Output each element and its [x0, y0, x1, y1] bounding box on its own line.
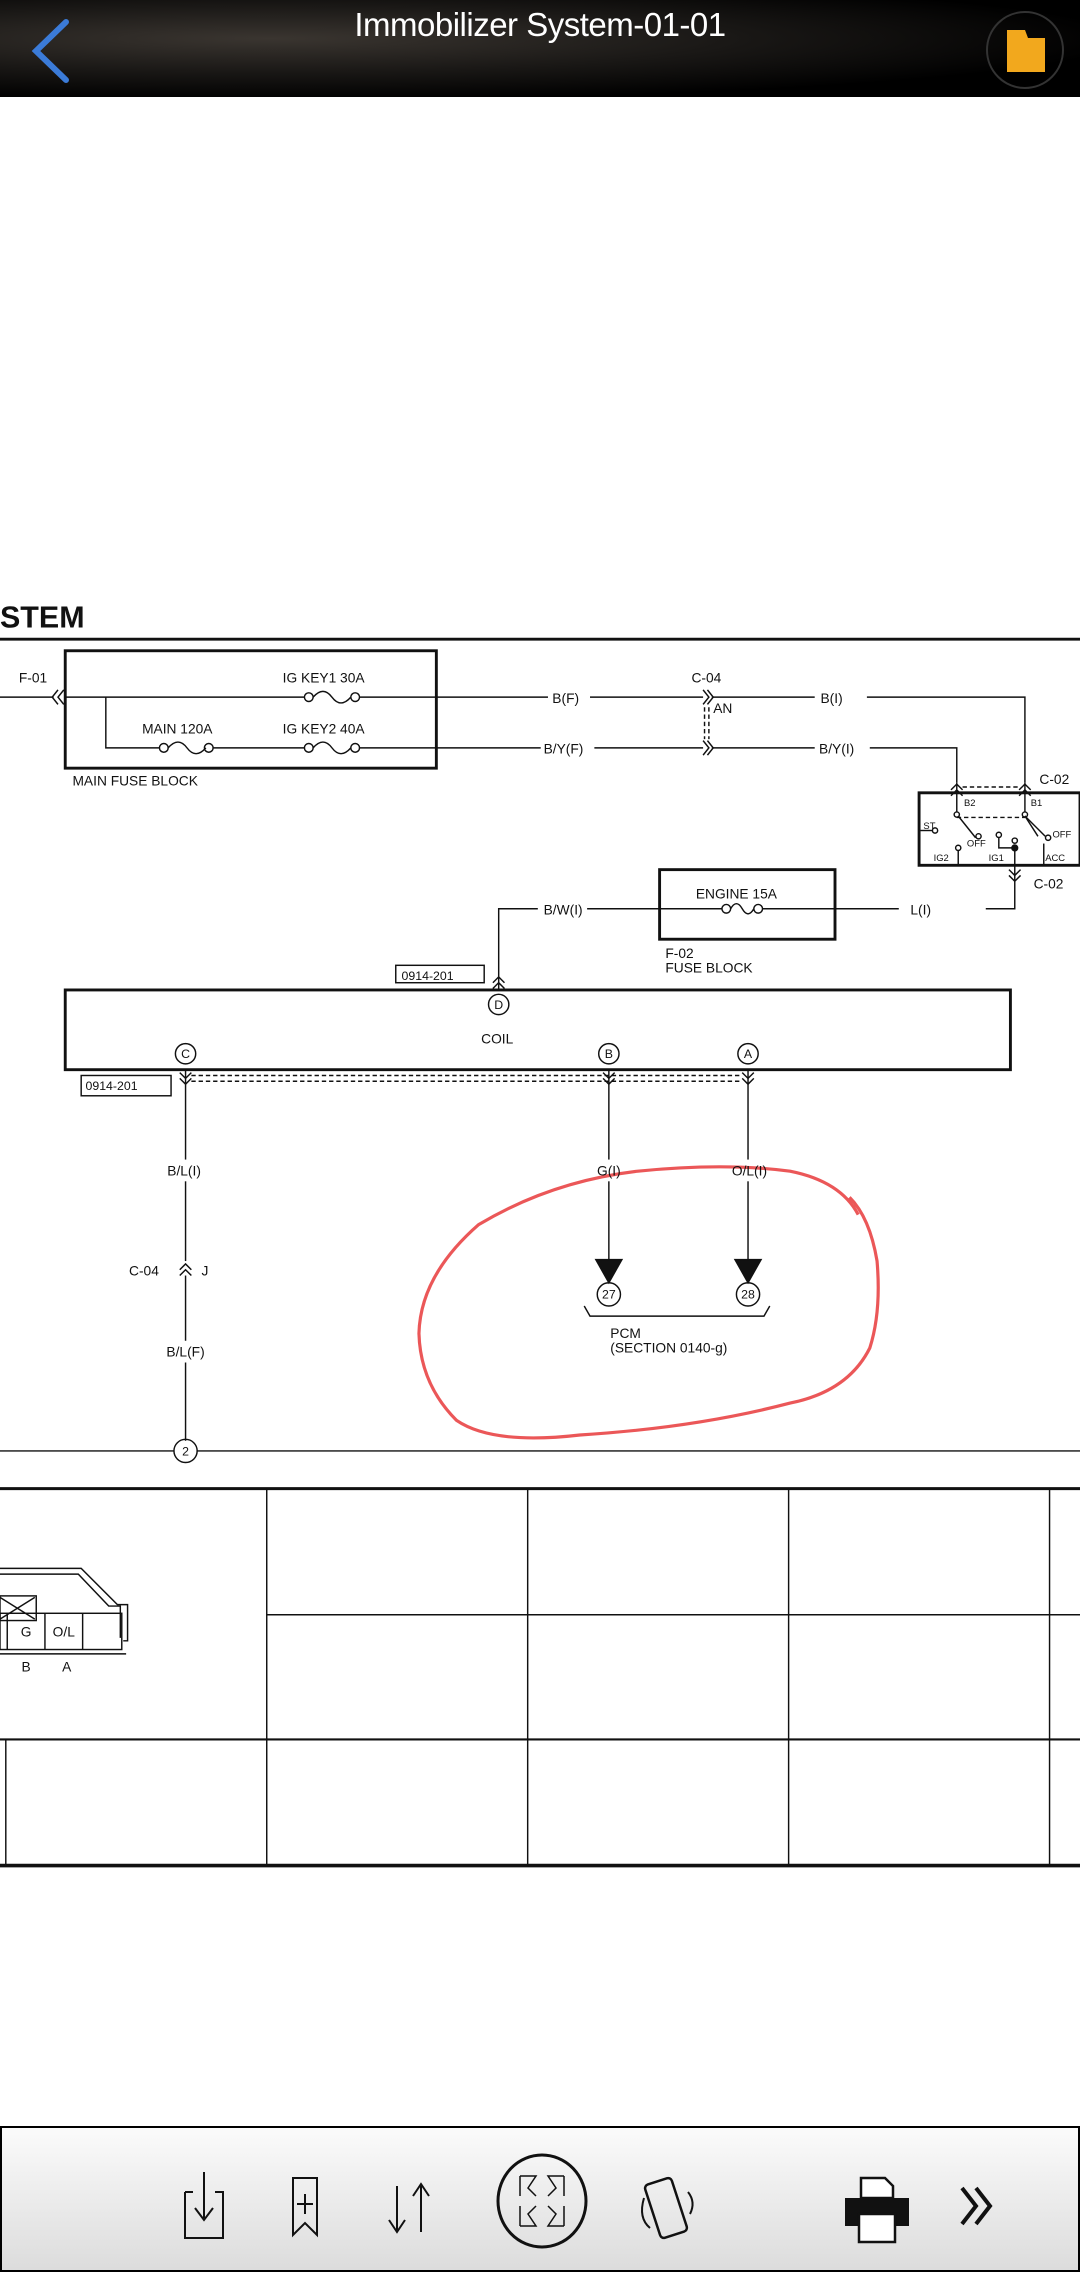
pin-label: B: [605, 1047, 613, 1061]
switch-label: ACC: [1045, 852, 1065, 863]
connector-label: C-02: [1039, 772, 1069, 787]
pcm-label: PCM: [610, 1326, 641, 1341]
pin-label: B: [22, 1659, 31, 1674]
wire-label: B(I): [821, 691, 843, 706]
cell-label: O/L: [53, 1624, 76, 1639]
pin-label: 27: [602, 1288, 616, 1302]
switch-label: IG1: [989, 852, 1004, 863]
bookmark-add-icon[interactable]: [287, 2128, 327, 2270]
print-icon[interactable]: [837, 2128, 917, 2270]
switch-label: OFF: [1052, 829, 1071, 840]
wire-label: B/Y(F): [544, 742, 584, 757]
wire-label: B/Y(I): [819, 742, 854, 757]
connector-face-drawing: [0, 1567, 129, 1655]
pin-label: 2: [182, 1444, 189, 1458]
fuse-label: MAIN 120A: [142, 721, 213, 736]
switch-label: OFF: [967, 837, 986, 848]
connector-label: J: [202, 1264, 209, 1279]
folder-icon[interactable]: [985, 10, 1065, 90]
ref-box-label: 0914-201: [86, 1079, 138, 1093]
fuse-symbol: [158, 690, 361, 755]
chevron-left-icon[interactable]: [28, 18, 76, 84]
connector-label: C-04: [129, 1264, 159, 1279]
wire-label: L(I): [910, 903, 931, 918]
pin-label: D: [494, 998, 503, 1012]
ref-box-label: 0914-201: [402, 969, 454, 983]
wiring-diagram: STEM F-01 IG KEY1 30A MAIN 120A IG KEY2 …: [0, 601, 1080, 1868]
connector-label: C-04: [691, 671, 721, 686]
fuse-label: ENGINE 15A: [696, 887, 778, 902]
page-title: Immobilizer System-01-01: [354, 6, 726, 43]
wire-label: B/L(I): [167, 1164, 201, 1179]
bottom-toolbar: [0, 2126, 1080, 2272]
switch-label: IG2: [934, 852, 949, 863]
switch-label: ST: [923, 820, 935, 831]
pin-label: A: [62, 1659, 72, 1674]
block-label: FUSE BLOCK: [665, 961, 753, 976]
wire-label: B(F): [552, 691, 579, 706]
fit-screen-icon[interactable]: [492, 2128, 592, 2270]
pin-label: A: [744, 1047, 753, 1061]
switch-label: B1: [1031, 797, 1043, 808]
wire-label: B/W(I): [544, 903, 583, 918]
red-annotation-circle: [417, 1165, 880, 1440]
connector-label: C-02: [1034, 876, 1064, 891]
title-bar: Immobilizer System-01-01: [0, 0, 1080, 97]
wire-label: B/L(F): [166, 1345, 204, 1360]
pin-label: C: [181, 1047, 190, 1061]
switch-label: B2: [964, 797, 976, 808]
section-title: STEM: [0, 601, 85, 635]
pin-label: 28: [741, 1288, 755, 1302]
block-label: F-02: [665, 946, 693, 961]
connector-label: AN: [713, 701, 732, 716]
wire-label: O/L(I): [732, 1164, 767, 1179]
wire-label: G(I): [597, 1164, 621, 1179]
block-label: MAIN FUSE BLOCK: [72, 774, 198, 789]
coil-label: COIL: [481, 1032, 513, 1047]
fuse-label: IG KEY1 30A: [283, 671, 366, 686]
sort-icon[interactable]: [385, 2128, 445, 2270]
download-icon[interactable]: [177, 2128, 237, 2270]
more-icon[interactable]: [954, 2128, 1014, 2270]
rotate-icon[interactable]: [630, 2128, 710, 2270]
connector-label: F-01: [19, 671, 47, 686]
pcm-section: (SECTION 0140-g): [610, 1340, 727, 1355]
cell-label: G: [21, 1624, 32, 1639]
fuse-label: IG KEY2 40A: [283, 721, 366, 736]
